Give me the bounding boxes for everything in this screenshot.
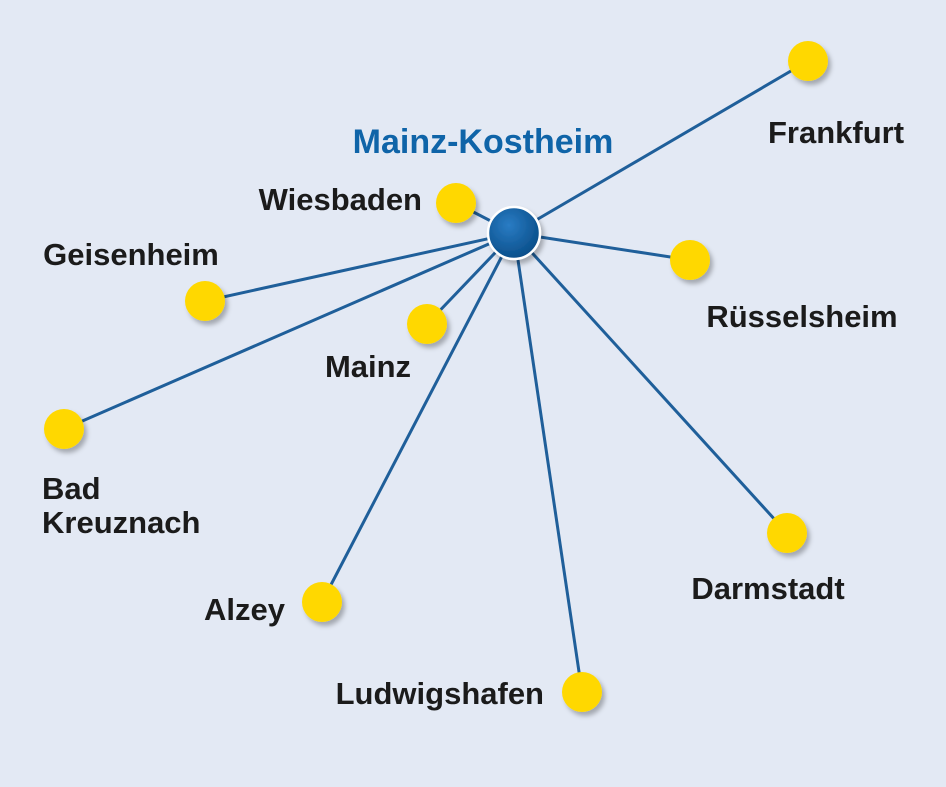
city-dot-frankfurt xyxy=(788,41,828,81)
city-label-darmstadt: Darmstadt xyxy=(691,571,844,606)
city-dot-wiesbaden xyxy=(436,183,476,223)
hub-label: Mainz-Kostheim xyxy=(353,123,614,161)
city-label-frankfurt: Frankfurt xyxy=(768,115,904,150)
connection-line-ruesselsheim xyxy=(513,231,691,262)
city-dot-ludwigshafen xyxy=(562,672,602,712)
city-label-ludwigshafen: Ludwigshafen xyxy=(336,676,544,711)
city-dot-bad-kreuznach xyxy=(44,409,84,449)
connection-line-darmstadt xyxy=(512,231,789,535)
hub-node-group xyxy=(486,205,542,261)
city-label-wiesbaden: Wiesbaden xyxy=(259,182,422,217)
city-dot-mainz xyxy=(407,304,447,344)
city-label-geisenheim: Geisenheim xyxy=(43,237,219,272)
hub-node xyxy=(486,205,542,261)
city-dot-geisenheim xyxy=(185,281,225,321)
city-label-line: Kreuznach xyxy=(42,505,200,540)
city-dot-darmstadt xyxy=(767,513,807,553)
city-label-alzey: Alzey xyxy=(204,592,286,627)
city-labels: Mainz-Kostheim FrankfurtWiesbadenGeisenh… xyxy=(42,115,904,711)
connection-line-geisenheim xyxy=(204,231,515,303)
city-dots xyxy=(44,41,828,712)
connection-line-bad-kreuznach xyxy=(63,231,515,431)
connection-line-alzey xyxy=(320,232,516,603)
city-label-ruesselsheim: Rüsselsheim xyxy=(706,299,897,334)
connection-line-ludwigshafen xyxy=(512,232,584,693)
city-dot-ruesselsheim xyxy=(670,240,710,280)
connection-lines xyxy=(63,59,809,693)
city-label-mainz: Mainz xyxy=(325,349,411,384)
connection-line-frankfurt xyxy=(513,59,809,235)
city-dot-alzey xyxy=(302,582,342,622)
city-label-line: Bad xyxy=(42,471,101,506)
